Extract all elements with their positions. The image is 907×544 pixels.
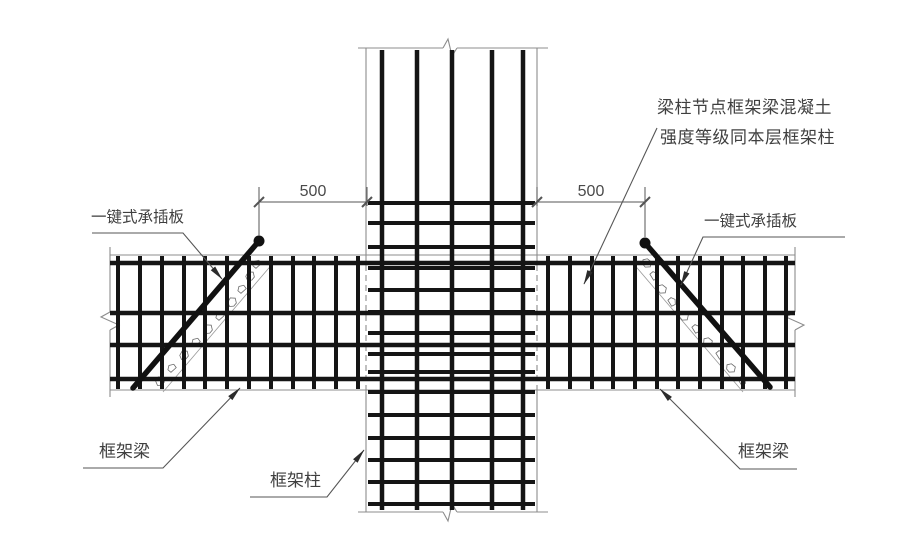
dimension-left: [253, 187, 373, 236]
column-rebar: [379, 50, 526, 510]
joint-note-line1: 梁柱节点框架梁混凝土: [657, 98, 832, 117]
dimension-label-right: 500: [577, 183, 605, 200]
grout-hatch-right: [631, 258, 746, 393]
leader-left-plate: [92, 232, 223, 280]
dimension-label-left: 500: [299, 183, 327, 200]
leader-column: [250, 449, 365, 498]
socket-plate-right: [639, 237, 773, 390]
plate-anchor-dot-left: [253, 235, 265, 247]
leader-lines: [83, 127, 845, 498]
label-left-socket-plate: 一键式承插板: [91, 209, 185, 226]
leader-right-beam: [659, 388, 797, 470]
joint-note-line2: 强度等级同本层框架柱: [660, 128, 835, 147]
leader-right-plate: [680, 236, 845, 286]
plate-anchor-dot-right: [639, 237, 651, 249]
leader-left-beam: [83, 387, 241, 469]
socket-plate-left: [130, 235, 265, 391]
beam-stirrups-right: [546, 256, 788, 389]
dimension-right: [531, 187, 651, 237]
label-frame-beam-right: 框架梁: [738, 442, 789, 461]
beam-rebar: [110, 260, 795, 382]
column-outline: [358, 37, 548, 523]
label-frame-column: 框架柱: [270, 471, 321, 490]
label-right-socket-plate: 一键式承插板: [704, 213, 798, 230]
leader-joint-note: [583, 127, 658, 285]
column-stirrups: [368, 201, 535, 506]
grout-hatch-left: [155, 259, 275, 393]
label-frame-beam-left: 框架梁: [99, 442, 150, 461]
beam-stirrups-left: [116, 256, 360, 389]
